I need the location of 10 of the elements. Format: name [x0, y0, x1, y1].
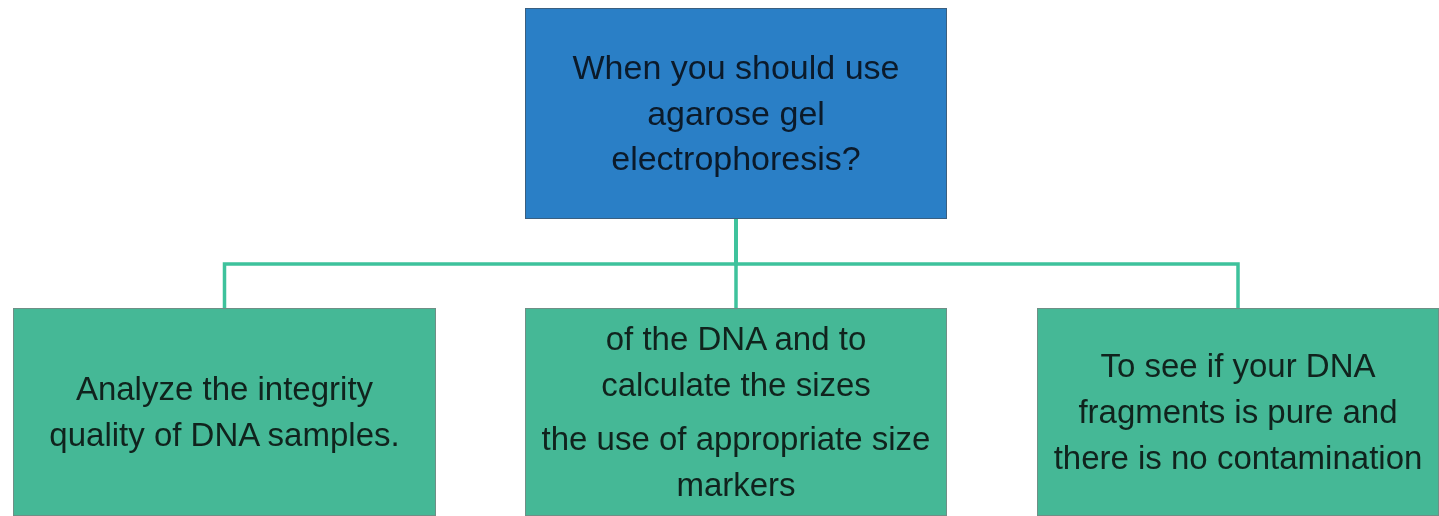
answer-box: [525, 308, 947, 516]
box-text: of the DNA and to calculate the sizes: [600, 318, 872, 405]
connector-line: [734, 219, 1240, 308]
box-text: the use of appropriate size markers: [540, 419, 932, 506]
box-text: When you should use agarose gel electrophoresis?: [571, 46, 901, 180]
answer-box: [13, 308, 436, 516]
box-text: To see if your DNA fragments is pure and there is no contamination: [1052, 345, 1424, 479]
question-box: [525, 8, 947, 219]
box-text: Analyze the integrity quality of DNA samples.: [48, 368, 401, 455]
answer-box: [1037, 308, 1439, 516]
